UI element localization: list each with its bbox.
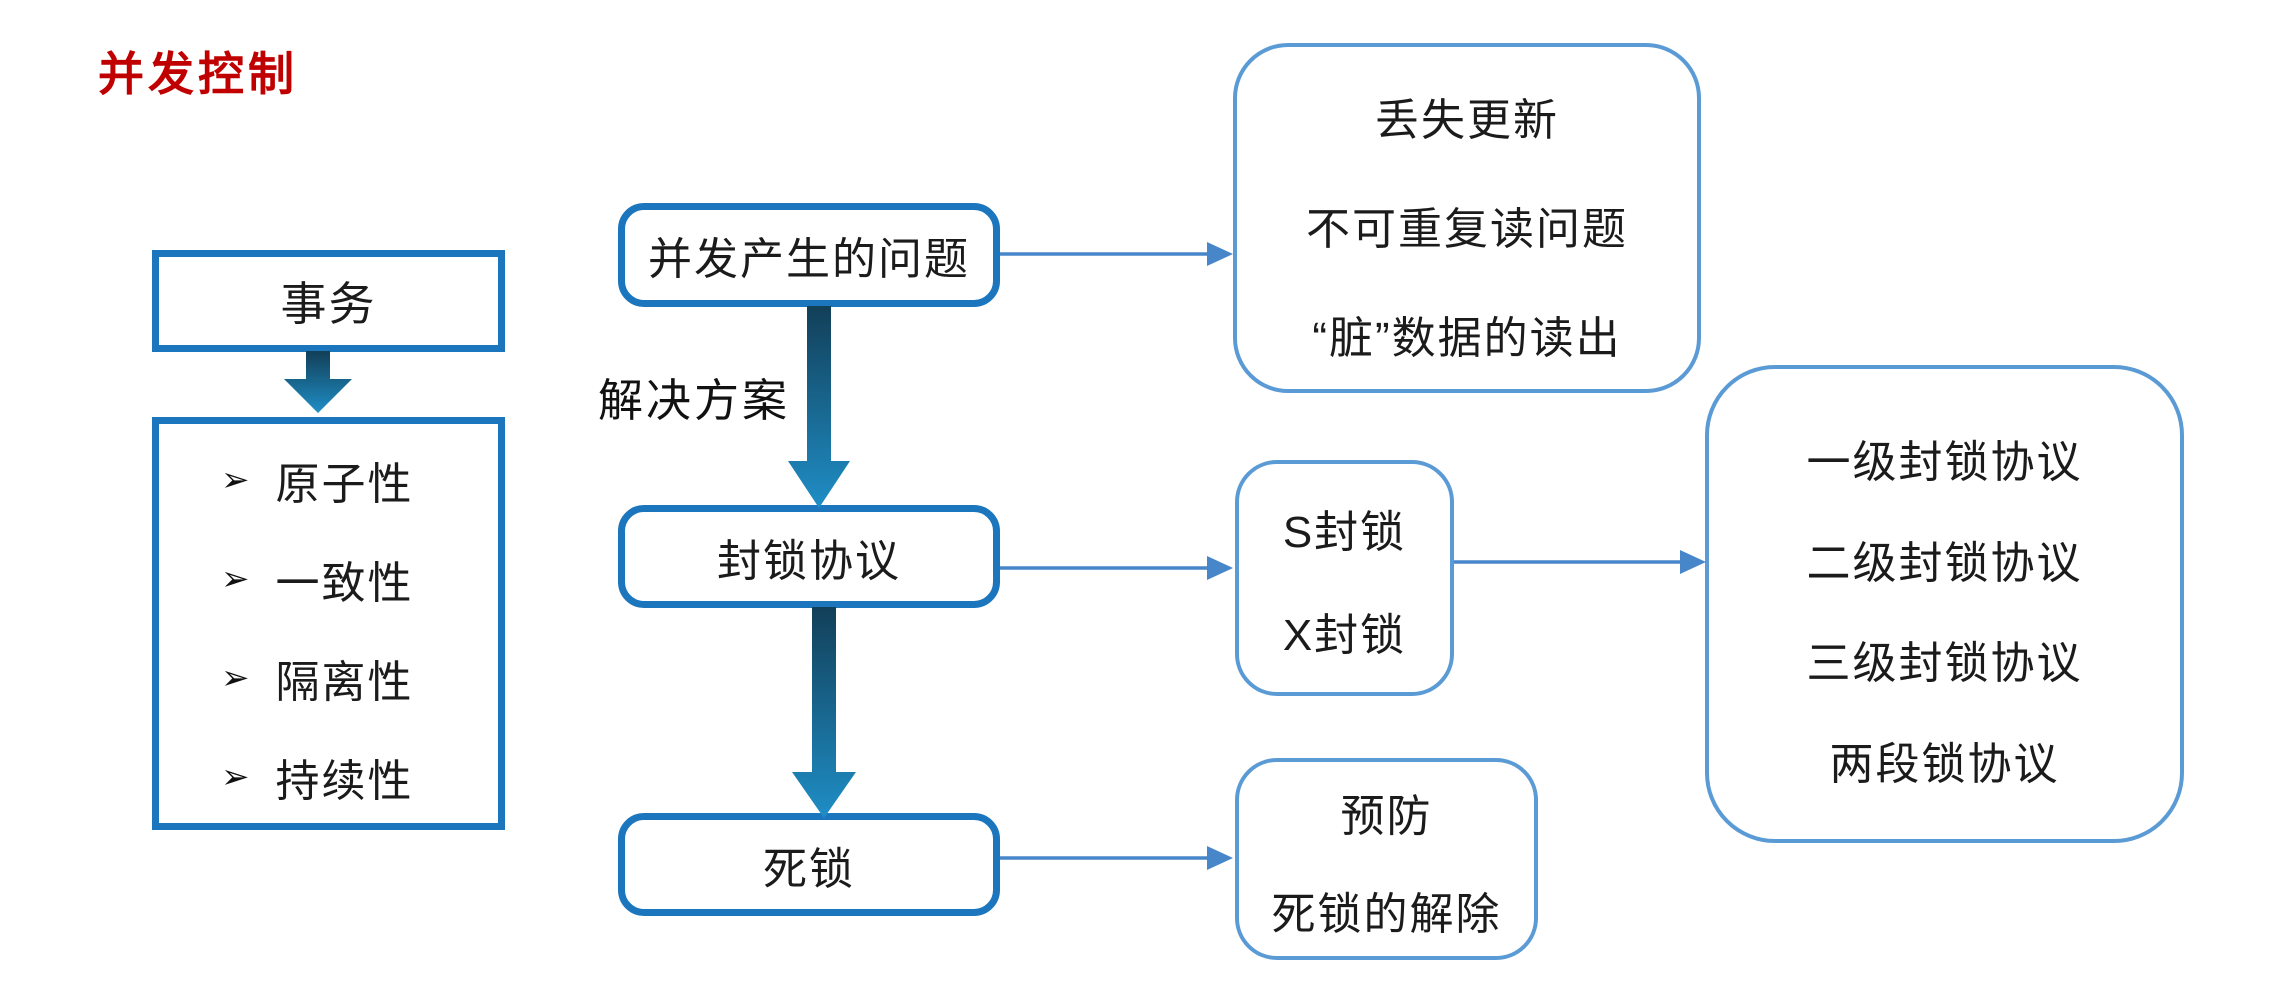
node-deadlock-label: 死锁 <box>763 844 855 894</box>
property-isolation: 隔离性 <box>275 658 414 707</box>
thick-down-arrow-icon <box>284 351 352 413</box>
node-deadlock: 死锁 <box>618 813 1000 916</box>
list-item: ➢ 持续性 <box>221 753 498 806</box>
property-consistency: 一致性 <box>275 559 414 608</box>
protocol-two-phase: 两段锁协议 <box>1829 739 2060 789</box>
thick-down-arrow-icon <box>792 607 856 818</box>
node-locking-protocol: 封锁协议 <box>618 505 1000 608</box>
list-item: ➢ 原子性 <box>221 456 498 509</box>
node-deadlock-handling: 预防 死锁的解除 <box>1235 758 1538 960</box>
protocol-level-3: 三级封锁协议 <box>1806 639 2083 689</box>
node-problem-types: 丢失更新 不可重复读问题 “脏”数据的读出 <box>1233 43 1701 393</box>
arrow-bullet-icon: ➢ <box>221 659 250 697</box>
property-durability: 持续性 <box>275 757 414 806</box>
problem-dirty-read: “脏”数据的读出 <box>1312 314 1622 363</box>
node-protocol-levels: 一级封锁协议 二级封锁协议 三级封锁协议 两段锁协议 <box>1705 365 2184 843</box>
page-title: 并发控制 <box>98 48 298 100</box>
arrow-bullet-icon: ➢ <box>221 560 250 598</box>
protocol-level-2: 二级封锁协议 <box>1806 538 2083 588</box>
solution-label: 解决方案 <box>598 375 791 426</box>
problem-nonrepeatable-read: 不可重复读问题 <box>1306 205 1628 254</box>
arrow-bullet-icon: ➢ <box>221 461 250 499</box>
connector-arrow-icon <box>1000 846 1233 870</box>
thick-down-arrow-icon <box>788 306 850 508</box>
deadlock-prevention: 预防 <box>1340 792 1433 841</box>
connector-arrow-icon <box>1000 242 1233 266</box>
lock-x: X封锁 <box>1282 611 1407 660</box>
node-transaction-label: 事务 <box>280 278 377 330</box>
arrow-bullet-icon: ➢ <box>221 758 250 796</box>
problem-lost-update: 丢失更新 <box>1375 96 1559 145</box>
property-atomicity: 原子性 <box>275 460 414 509</box>
protocol-level-1: 一级封锁协议 <box>1806 438 2083 487</box>
connector-arrow-icon <box>1000 556 1233 580</box>
connector-arrow-icon <box>1454 550 1706 574</box>
node-transaction: 事务 <box>152 250 505 352</box>
node-concurrency-problems-label: 并发产生的问题 <box>648 235 970 284</box>
node-transaction-properties: ➢ 原子性 ➢ 一致性 ➢ 隔离性 ➢ 持续性 <box>152 417 505 830</box>
node-concurrency-problems: 并发产生的问题 <box>618 203 1000 307</box>
deadlock-resolution: 死锁的解除 <box>1271 890 1502 939</box>
node-locking-protocol-label: 封锁协议 <box>717 536 901 586</box>
list-item: ➢ 隔离性 <box>221 654 498 707</box>
list-item: ➢ 一致性 <box>221 555 498 608</box>
lock-s: S封锁 <box>1282 508 1407 557</box>
node-lock-types: S封锁 X封锁 <box>1235 460 1454 696</box>
